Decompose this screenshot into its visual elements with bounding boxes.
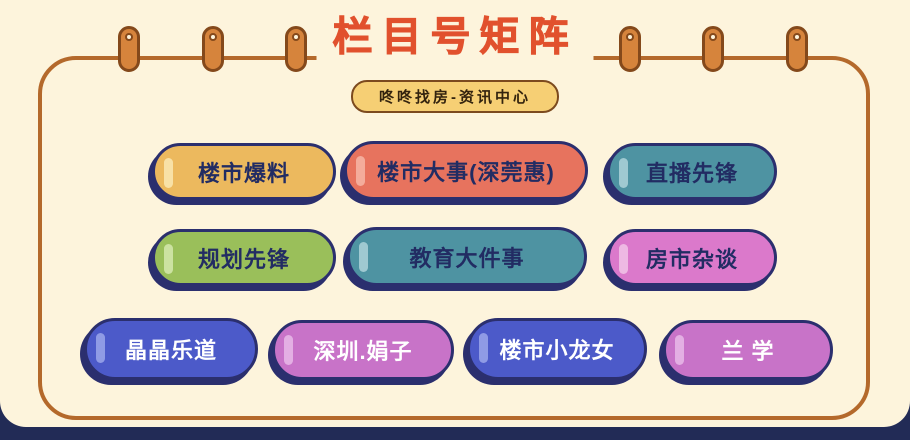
highlight-bar (675, 335, 684, 365)
bottom-strip (0, 427, 910, 440)
binder-ring-icon (118, 26, 140, 72)
subtitle-badge: 咚咚找房-资讯中心 (351, 80, 559, 113)
binder-ring-icon (285, 26, 307, 72)
highlight-bar (619, 158, 628, 188)
channel-button[interactable]: 深圳.娟子 (272, 320, 454, 380)
binder-ring-icon (786, 26, 808, 72)
channel-button[interactable]: 兰 学 (663, 320, 833, 380)
channel-button-label: 规划先锋 (197, 246, 290, 272)
channel-button-label: 楼市小龙女 (499, 338, 615, 363)
channel-button[interactable]: 教育大件事 (347, 227, 587, 286)
highlight-bar (164, 158, 173, 188)
channel-button[interactable]: 楼市小龙女 (467, 318, 647, 380)
card-background: 栏目号矩阵 咚咚找房-资讯中心 楼市爆料 楼市大事(深莞惠) 直播先锋 规划先锋… (0, 0, 910, 427)
channel-button-label: 教育大件事 (409, 245, 525, 271)
page-title: 栏目号矩阵 (316, 4, 594, 62)
channel-button-label: 直播先锋 (645, 160, 738, 186)
channel-button[interactable]: 规划先锋 (152, 229, 336, 286)
ring-hole (292, 33, 300, 41)
binder-ring-icon (202, 26, 224, 72)
channel-button-label: 房市杂谈 (645, 246, 738, 272)
highlight-bar (356, 156, 365, 186)
channel-button[interactable]: 楼市爆料 (152, 143, 336, 200)
channel-button[interactable]: 直播先锋 (607, 143, 777, 200)
channel-button-label: 楼市爆料 (197, 160, 290, 186)
ring-hole (209, 33, 217, 41)
highlight-bar (479, 333, 488, 363)
binder-ring-icon (702, 26, 724, 72)
channel-button-label: 晶晶乐道 (124, 338, 217, 363)
highlight-bar (164, 244, 173, 274)
channel-button-label: 楼市大事(深莞惠) (377, 159, 555, 185)
ring-hole (626, 33, 634, 41)
highlight-bar (359, 242, 368, 272)
binder-ring-icon (619, 26, 641, 72)
ring-hole (709, 33, 717, 41)
channel-button[interactable]: 晶晶乐道 (84, 318, 258, 380)
ring-hole (793, 33, 801, 41)
highlight-bar (96, 333, 105, 363)
ring-hole (125, 33, 133, 41)
channel-button[interactable]: 房市杂谈 (607, 229, 777, 286)
highlight-bar (619, 244, 628, 274)
channel-button-label: 兰 学 (721, 339, 775, 364)
channel-button-label: 深圳.娟子 (313, 339, 413, 364)
channel-button[interactable]: 楼市大事(深莞惠) (344, 141, 588, 200)
highlight-bar (284, 335, 293, 365)
